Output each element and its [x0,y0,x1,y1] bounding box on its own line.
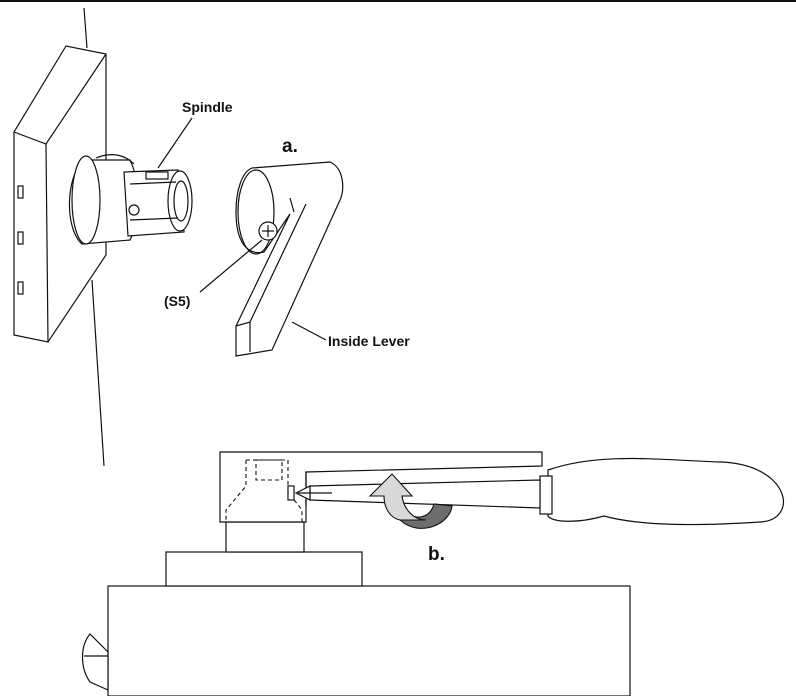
screw-label: (S5) [164,293,190,309]
phillips-screw-icon [258,221,278,241]
door-body [81,585,631,696]
mounting-plate [13,45,107,343]
inside-lever [235,161,344,357]
top-border [0,0,796,2]
lever-leader-line [291,321,327,341]
step-b-label: b. [428,544,445,565]
curved-rotate-arrow-icon [368,473,453,529]
rose-base [165,521,363,587]
spindle-leader-line [157,117,193,169]
spindle [123,169,193,237]
door-edge-line [83,7,105,467]
inside-lever-label: Inside Lever [328,333,410,349]
lever-hub-collar [68,154,139,245]
screwdriver [287,457,784,526]
step-a-label: a. [282,136,298,157]
screw-leader-line [199,239,263,293]
spindle-label: Spindle [182,99,233,115]
